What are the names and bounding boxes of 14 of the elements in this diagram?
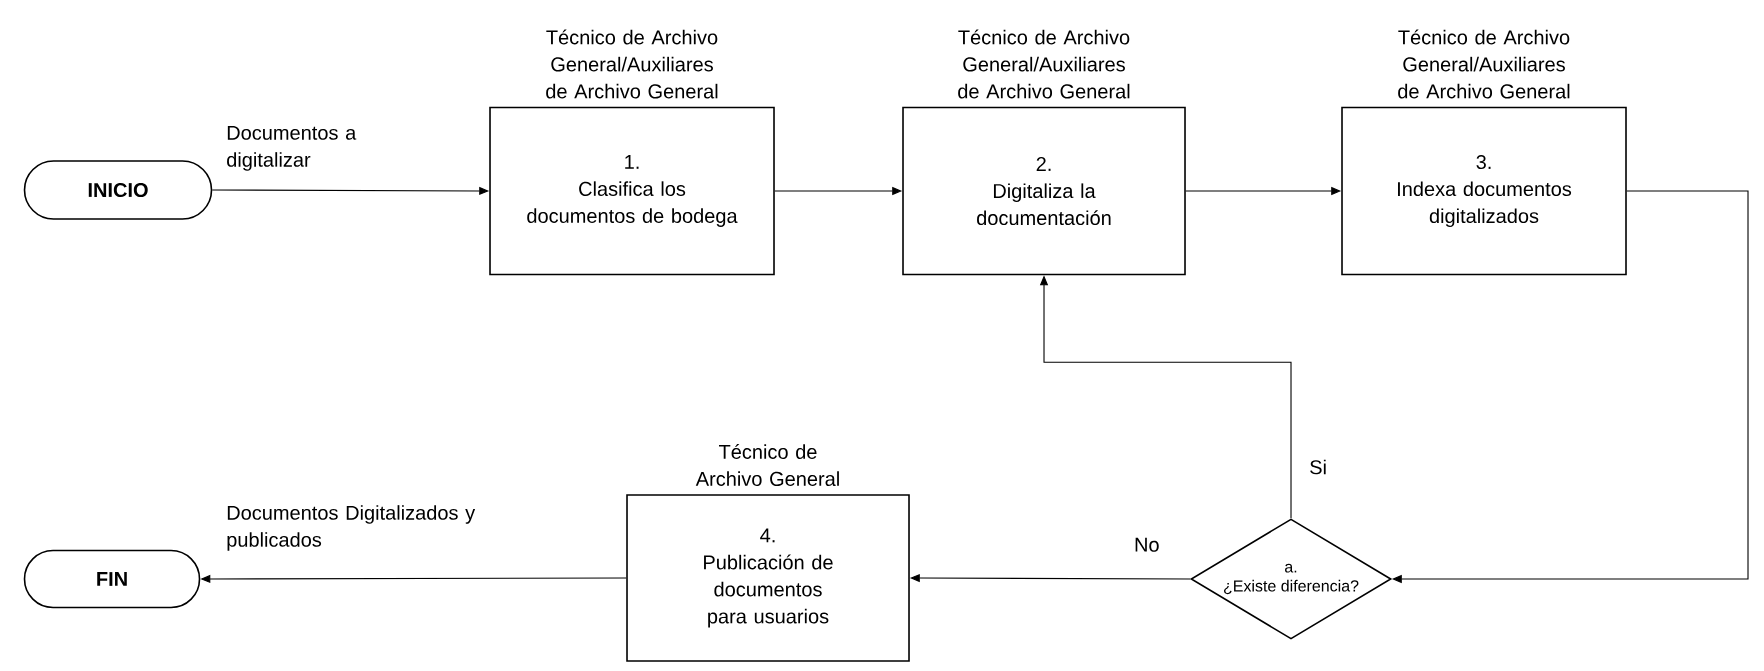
role-heading: Técnico de Archivo General/Auxiliares de Archivo General: [958, 29, 1130, 99]
role-heading: Técnico de Archivo General: [695, 444, 839, 486]
edge-label: Si: [1310, 459, 1326, 475]
process-box: 2. Digitaliza la documentación: [902, 106, 1186, 276]
process-box: 1. Clasifica los documentos de bodega: [489, 106, 775, 276]
terminator: INICIO: [23, 160, 213, 220]
terminator: FIN: [23, 549, 201, 609]
edge-label: No: [1135, 537, 1159, 552]
edge-label: Documentos a digitalizar: [227, 125, 357, 171]
process-box: 4. Publicación de documentos para usuarios: [626, 494, 910, 662]
role-heading: Técnico de Archivo General/Auxiliares de Archivo General: [1398, 29, 1570, 99]
process-box: 3. Indexa documentos digitalizados: [1341, 106, 1627, 276]
edge-label: Documentos Digitalizados y publicados: [227, 505, 476, 551]
role-heading: Técnico de Archivo General/Auxiliares de Archivo General: [546, 29, 718, 99]
